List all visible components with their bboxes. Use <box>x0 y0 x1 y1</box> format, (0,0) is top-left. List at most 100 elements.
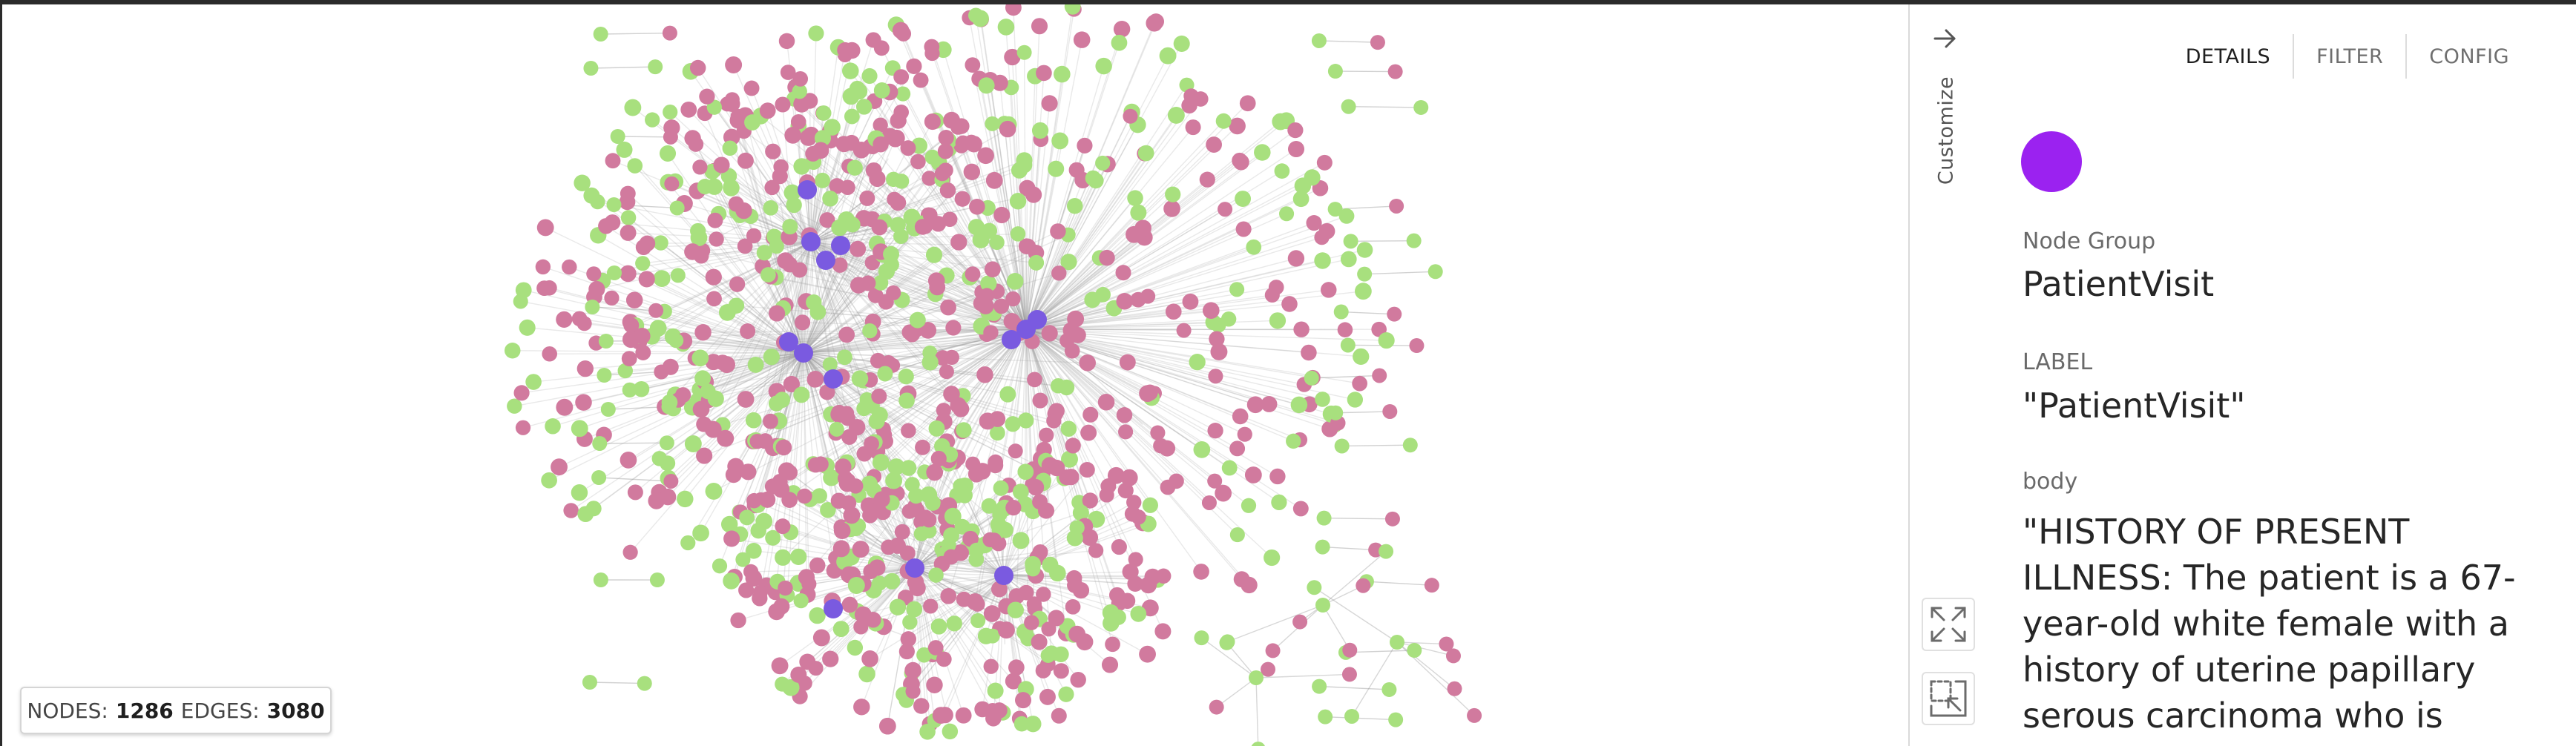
hub-node[interactable] <box>794 343 813 363</box>
patient-visit-node[interactable] <box>625 291 643 308</box>
patient-visit-node[interactable] <box>536 219 554 237</box>
patient-visit-node[interactable] <box>864 436 879 452</box>
patient-visit-node[interactable] <box>768 603 786 621</box>
entity-node[interactable] <box>592 436 608 451</box>
patient-visit-node[interactable] <box>984 261 1001 278</box>
select-area-button[interactable] <box>1922 672 1975 725</box>
patient-visit-node[interactable] <box>562 259 577 275</box>
entity-node[interactable] <box>1010 226 1026 242</box>
entity-node[interactable] <box>990 425 1005 441</box>
entity-node[interactable] <box>985 116 1000 131</box>
entity-node[interactable] <box>680 535 696 551</box>
patient-visit-node[interactable] <box>1097 394 1115 411</box>
entity-node[interactable] <box>1050 377 1066 394</box>
entity-node[interactable] <box>763 199 779 216</box>
patient-visit-node[interactable] <box>819 212 835 228</box>
patient-visit-node[interactable] <box>1032 392 1048 409</box>
patient-visit-node[interactable] <box>1140 576 1157 594</box>
patient-visit-node[interactable] <box>798 569 815 586</box>
entity-node[interactable] <box>942 723 959 740</box>
hub-node[interactable] <box>824 369 843 389</box>
patient-visit-node[interactable] <box>976 366 993 383</box>
patient-visit-node[interactable] <box>1077 137 1093 154</box>
patient-visit-node[interactable] <box>684 243 701 260</box>
patient-visit-node[interactable] <box>1384 511 1400 527</box>
entity-node[interactable] <box>970 613 986 628</box>
patient-visit-node[interactable] <box>900 140 916 156</box>
entity-node[interactable] <box>847 639 864 656</box>
patient-visit-node[interactable] <box>729 276 746 292</box>
patient-visit-node[interactable] <box>865 612 881 628</box>
patient-visit-node[interactable] <box>936 403 951 418</box>
entity-node[interactable] <box>746 543 762 559</box>
patient-visit-node[interactable] <box>1229 440 1246 457</box>
patient-visit-node[interactable] <box>965 57 981 73</box>
entity-node[interactable] <box>981 498 997 514</box>
patient-visit-node[interactable] <box>725 56 743 73</box>
patient-visit-node[interactable] <box>841 596 858 613</box>
patient-visit-node[interactable] <box>730 612 746 629</box>
graph-canvas[interactable]: NODES: 1286 EDGES: 3080 <box>2 4 1909 746</box>
patient-visit-node[interactable] <box>727 458 744 475</box>
entity-node[interactable] <box>924 149 940 165</box>
entity-node[interactable] <box>1013 716 1030 732</box>
entity-node[interactable] <box>1338 208 1355 224</box>
entity-node[interactable] <box>1290 396 1308 414</box>
patient-visit-node[interactable] <box>863 564 879 579</box>
entity-node[interactable] <box>1271 494 1287 511</box>
entity-node[interactable] <box>765 529 781 546</box>
entity-node[interactable] <box>775 549 792 566</box>
patient-visit-node[interactable] <box>692 400 710 418</box>
patient-visit-node[interactable] <box>1082 492 1098 509</box>
entity-node[interactable] <box>831 219 848 237</box>
patient-visit-node[interactable] <box>1005 4 1022 16</box>
entity-node[interactable] <box>809 607 826 624</box>
patient-visit-node[interactable] <box>1447 681 1462 696</box>
entity-node[interactable] <box>873 82 890 99</box>
patient-visit-node[interactable] <box>986 532 1002 548</box>
patient-visit-node[interactable] <box>1237 426 1252 442</box>
entity-node[interactable] <box>872 575 887 591</box>
entity-node[interactable] <box>1016 44 1032 60</box>
patient-visit-node[interactable] <box>871 219 888 236</box>
patient-visit-node[interactable] <box>1024 615 1039 630</box>
entity-node[interactable] <box>1378 332 1395 349</box>
patient-visit-node[interactable] <box>620 265 637 283</box>
entity-node[interactable] <box>763 349 780 366</box>
patient-visit-node[interactable] <box>778 462 795 480</box>
patient-visit-node[interactable] <box>1119 592 1136 610</box>
patient-visit-node[interactable] <box>634 327 651 345</box>
entity-node[interactable] <box>1189 354 1206 371</box>
patient-visit-node[interactable] <box>913 72 929 88</box>
patient-visit-node[interactable] <box>1041 95 1058 112</box>
patient-visit-node[interactable] <box>906 58 922 74</box>
patient-visit-node[interactable] <box>954 191 970 207</box>
patient-visit-node[interactable] <box>1287 141 1305 158</box>
entity-node[interactable] <box>1016 152 1033 169</box>
patient-visit-node[interactable] <box>1107 466 1125 484</box>
patient-visit-node[interactable] <box>620 452 637 469</box>
patient-visit-node[interactable] <box>1041 457 1059 474</box>
entity-node[interactable] <box>812 488 827 504</box>
patient-visit-node[interactable] <box>1409 338 1425 354</box>
patient-visit-node[interactable] <box>950 119 966 135</box>
patient-visit-node[interactable] <box>515 420 531 435</box>
entity-node[interactable] <box>814 130 831 147</box>
patient-visit-node[interactable] <box>843 506 861 524</box>
patient-visit-node[interactable] <box>833 522 851 540</box>
patient-visit-node[interactable] <box>936 707 953 724</box>
hub-node[interactable] <box>801 232 821 251</box>
patient-visit-node[interactable] <box>1005 673 1022 690</box>
patient-visit-node[interactable] <box>904 326 920 343</box>
patient-visit-node[interactable] <box>1070 671 1086 688</box>
patient-visit-node[interactable] <box>1059 469 1075 486</box>
entity-node[interactable] <box>913 526 929 541</box>
patient-visit-node[interactable] <box>713 156 730 174</box>
entity-node[interactable] <box>707 390 724 407</box>
patient-visit-node[interactable] <box>927 640 944 656</box>
entity-node[interactable] <box>1060 254 1077 271</box>
entity-node[interactable] <box>841 62 859 79</box>
patient-visit-node[interactable] <box>1116 406 1133 423</box>
patient-visit-node[interactable] <box>944 349 959 366</box>
entity-node[interactable] <box>1018 412 1034 429</box>
